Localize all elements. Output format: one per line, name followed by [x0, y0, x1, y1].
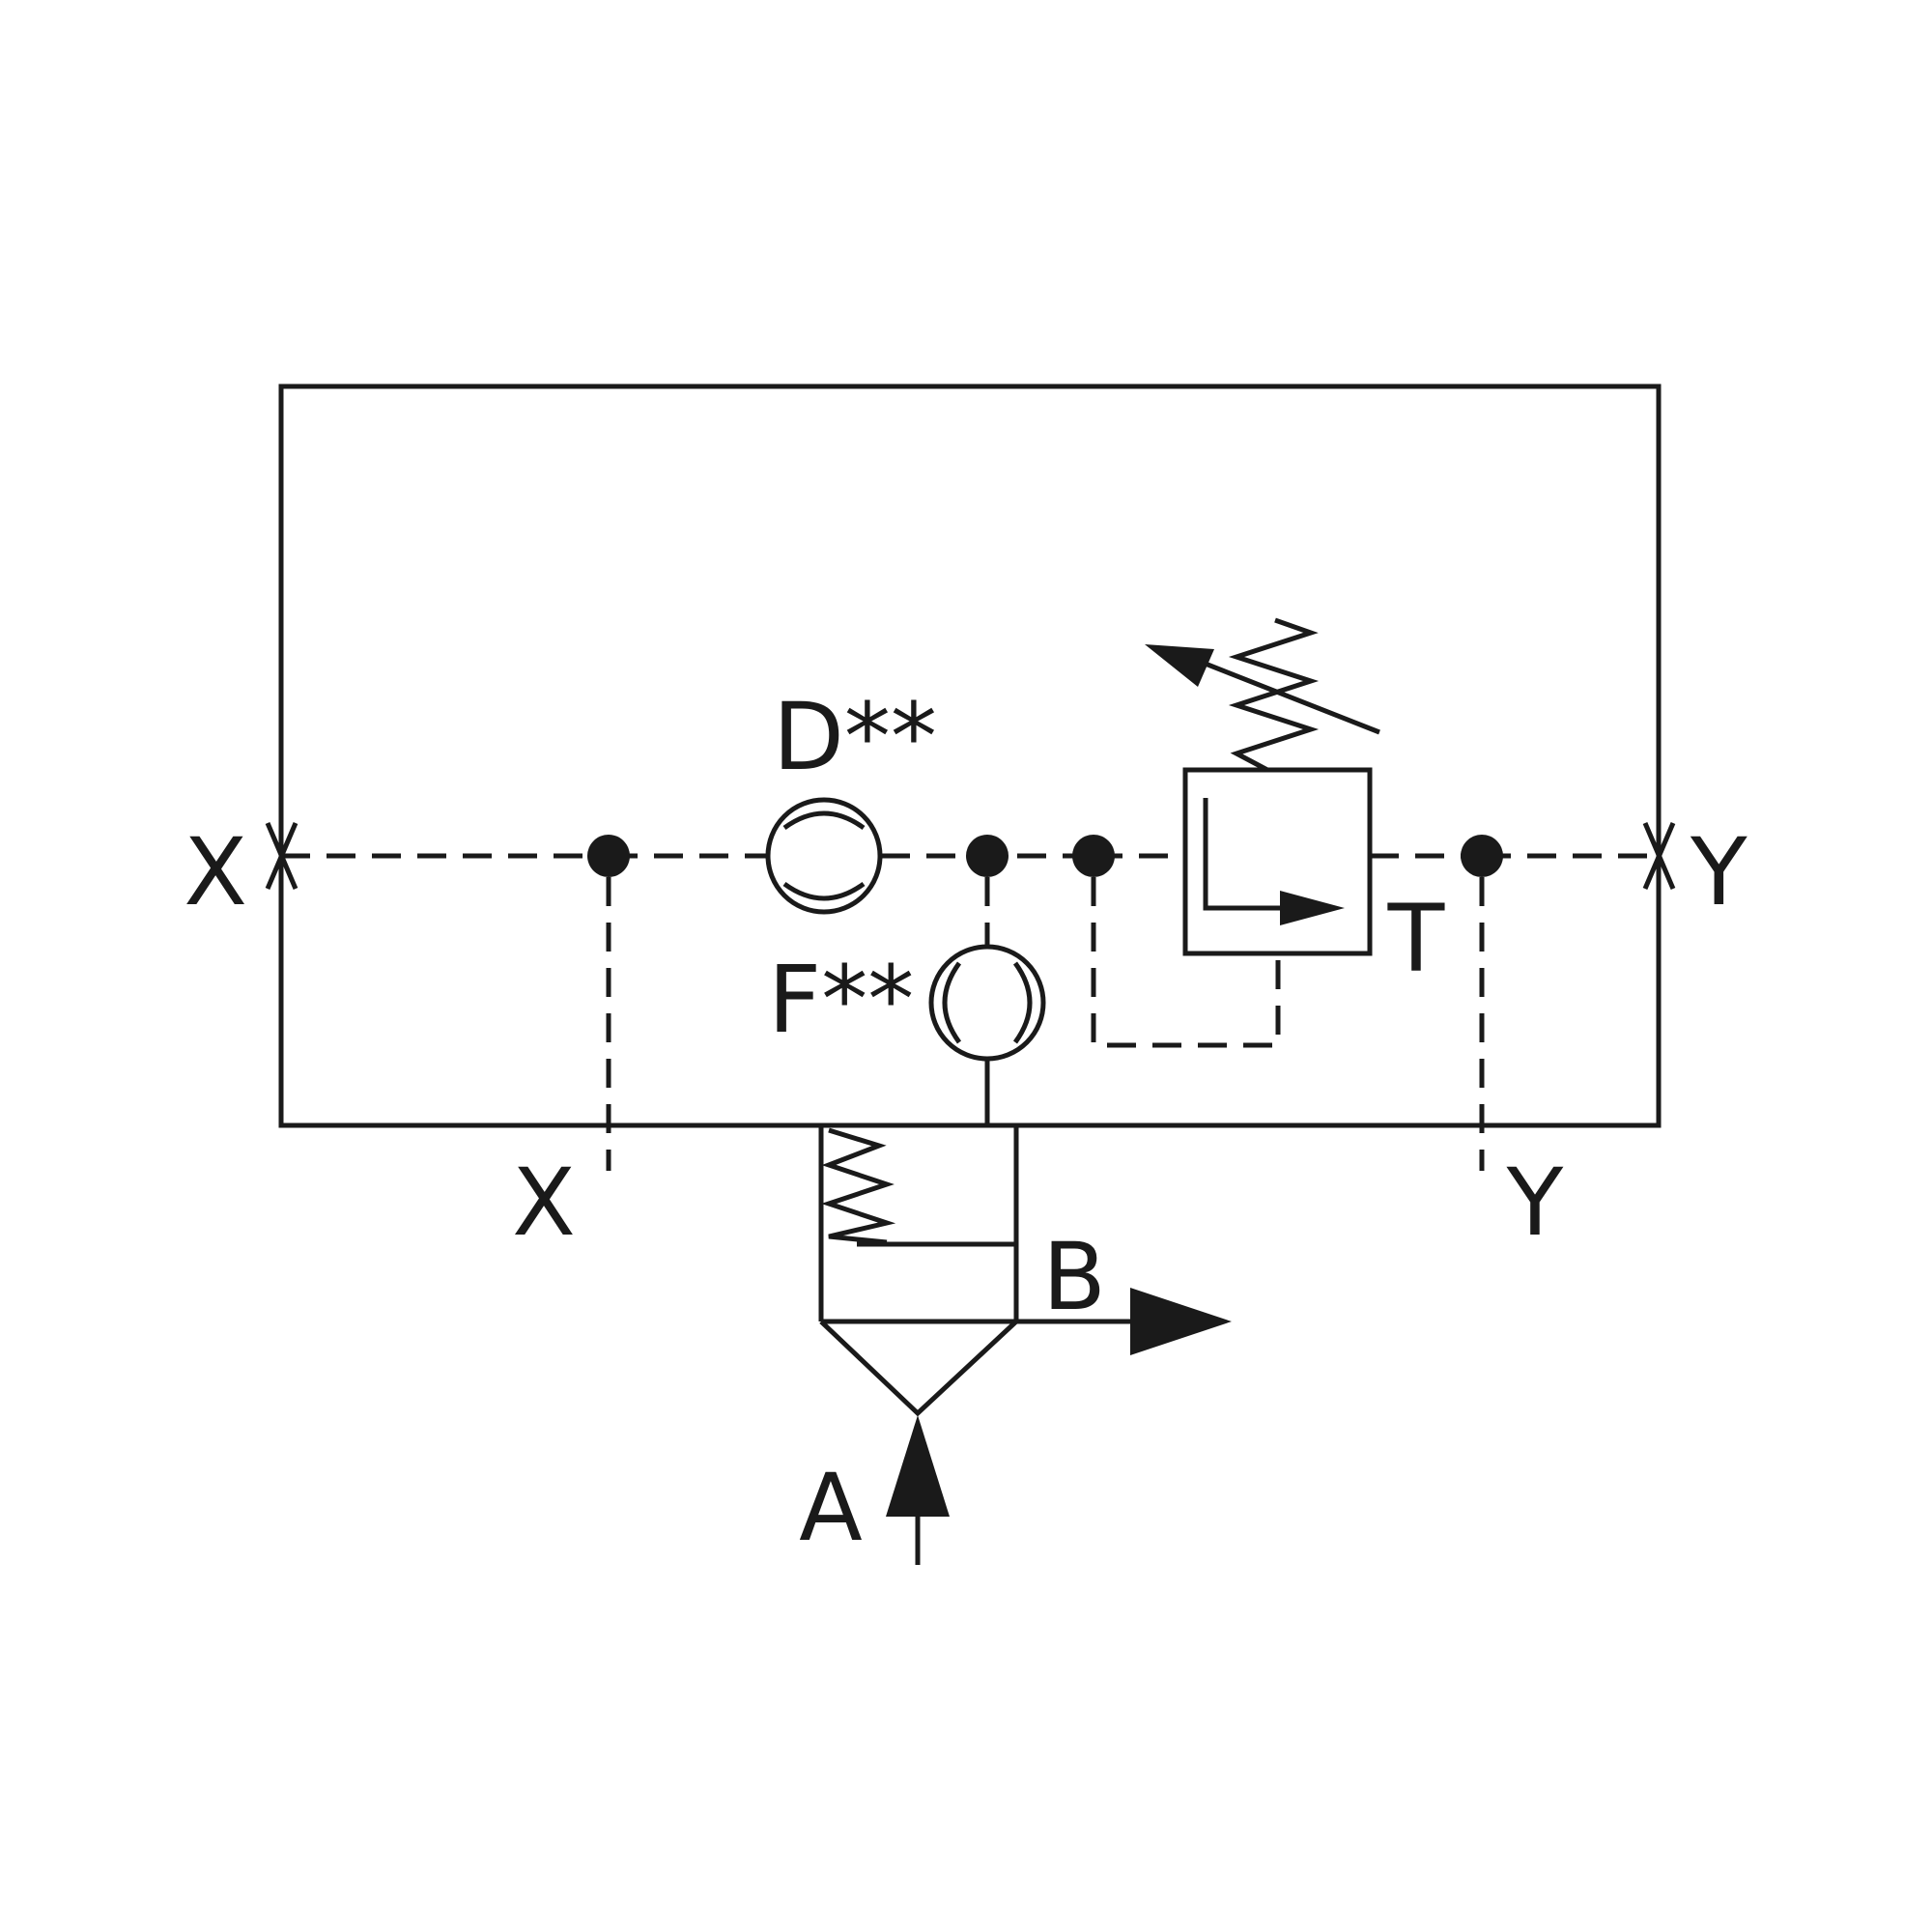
junction-dot-x — [587, 835, 630, 877]
main-valve-spring — [821, 1127, 896, 1245]
relief-valve-flow-path — [1203, 798, 1285, 911]
port-y-cross — [1642, 822, 1676, 890]
main-valve-symbol — [818, 1125, 1019, 1417]
label-port-x-bottom: X — [512, 1149, 576, 1257]
valve-body-outline — [278, 384, 1662, 1128]
label-port-x-left: X — [184, 818, 247, 926]
label-port-y-right: Y — [1690, 818, 1747, 926]
junction-dot-relief — [1072, 835, 1115, 877]
label-port-y-bottom: Y — [1506, 1149, 1564, 1257]
label-port-t: T — [1387, 885, 1445, 993]
port-x-cross — [265, 822, 298, 890]
label-orifice-d: D** — [773, 683, 937, 791]
adjustable-arrow-shaft — [1187, 654, 1380, 735]
port-b-arrowhead — [1130, 1288, 1232, 1355]
orifice-d-symbol — [765, 797, 883, 915]
adjustable-arrow-head — [1145, 644, 1214, 687]
junction-dot-y — [1461, 835, 1503, 877]
relief-valve-box — [1182, 767, 1373, 956]
label-orifice-f: F** — [768, 946, 914, 1054]
label-port-a: A — [799, 1454, 863, 1562]
relief-valve-spring — [1228, 617, 1320, 773]
port-a-arrowhead — [886, 1415, 950, 1517]
relief-valve-arrowhead — [1280, 891, 1345, 925]
orifice-f-symbol — [928, 944, 1046, 1062]
junction-dot-mid — [966, 835, 1009, 877]
label-port-b: B — [1042, 1223, 1106, 1331]
